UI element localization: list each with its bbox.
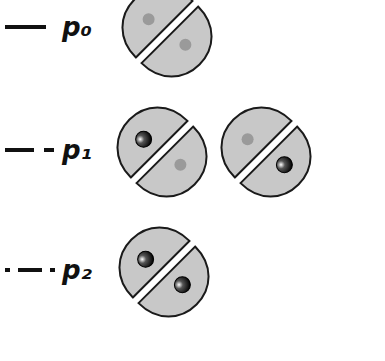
cell-pair — [106, 0, 228, 93]
dash-dot-line-sample — [5, 270, 55, 271]
cell-pair — [101, 91, 223, 213]
cell-pair — [205, 91, 327, 213]
legend-label: p₀ — [62, 14, 92, 40]
legend-label: p₂ — [62, 257, 92, 283]
cell-pair — [103, 211, 225, 333]
dashed-line-sample — [5, 150, 54, 151]
legend-label: p₁ — [62, 137, 92, 163]
solid-line-sample — [5, 25, 46, 29]
